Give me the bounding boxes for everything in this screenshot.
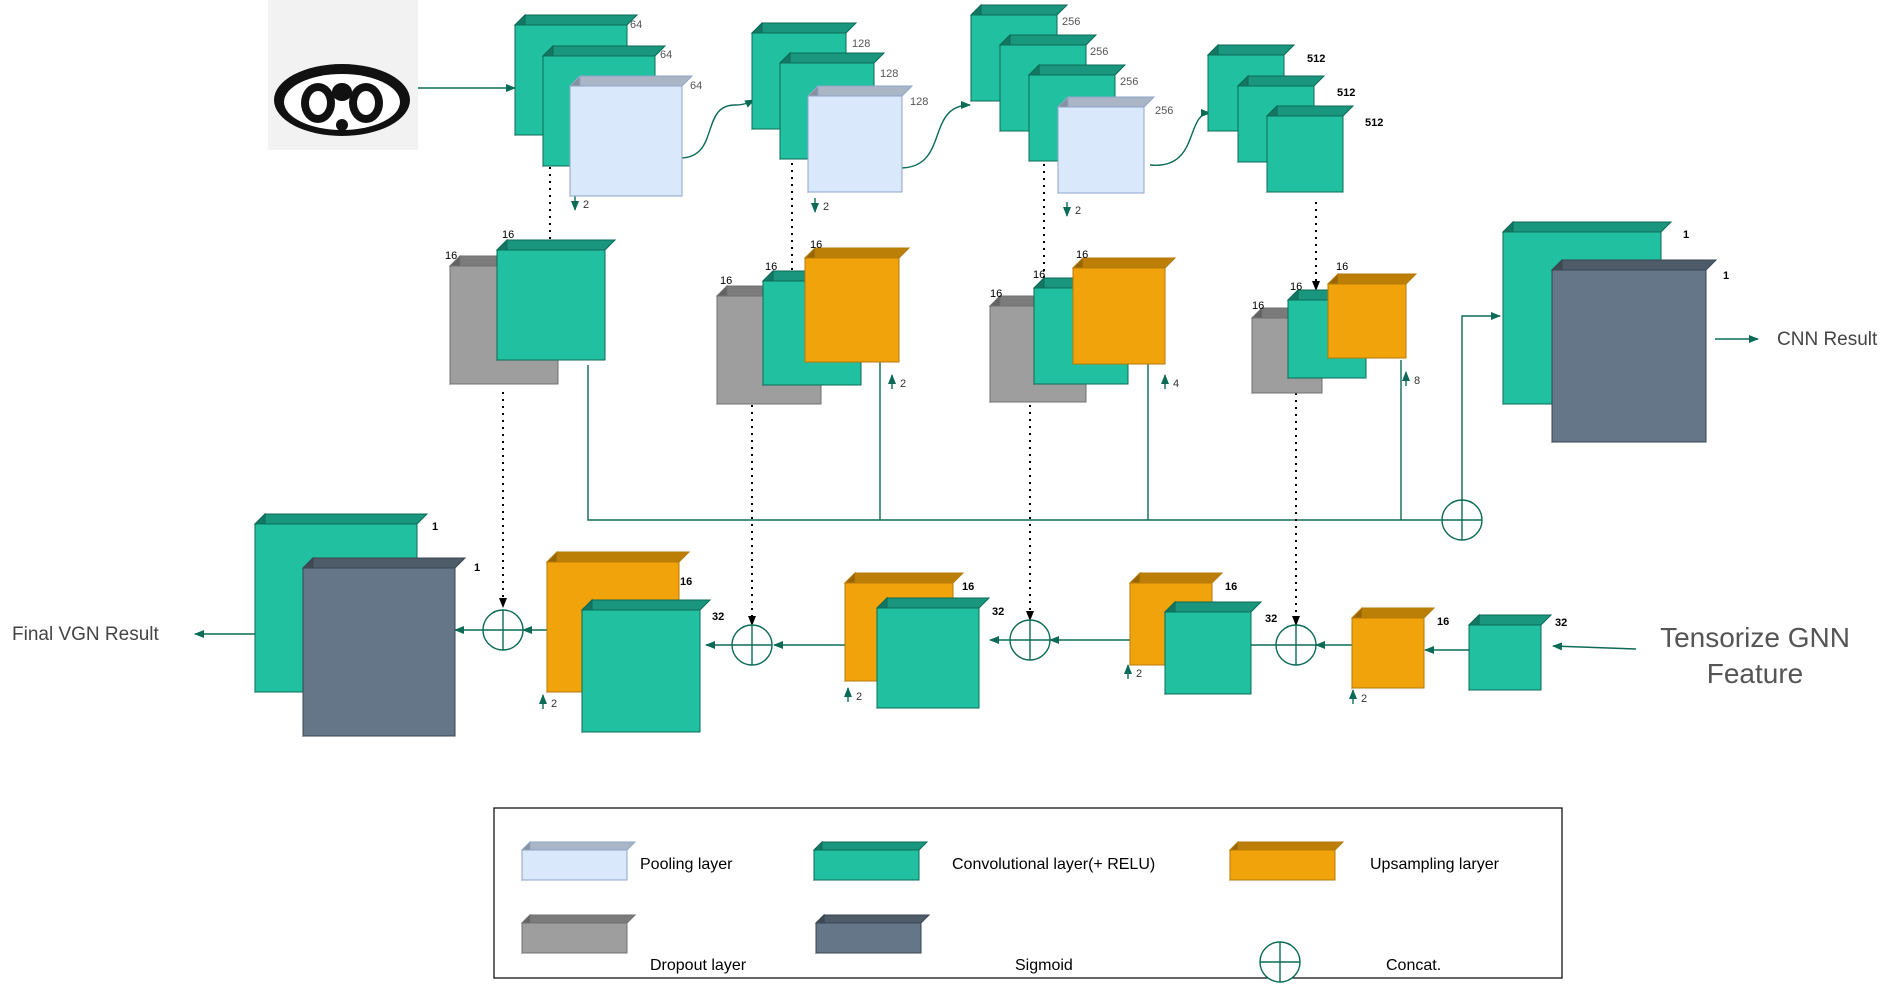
side4-up-label: 16 xyxy=(1336,261,1348,273)
final-sigmoid xyxy=(301,556,467,738)
dec3-conv-label: 32 xyxy=(1265,613,1277,625)
enc2-pool xyxy=(806,84,914,194)
side2-up-label: 16 xyxy=(810,239,822,251)
side-bus-line xyxy=(587,365,1420,521)
final-conv-label: 1 xyxy=(432,521,438,533)
dec1-conv xyxy=(580,598,712,734)
enc4-conv-c-label: 512 xyxy=(1365,117,1383,129)
side4-drop-label: 16 xyxy=(1252,300,1264,312)
legend-pool-label: Pooling layer xyxy=(640,856,733,873)
legend-sigmoid-swatch xyxy=(814,913,931,955)
gnn-feature-conv xyxy=(1467,613,1553,692)
final-output-label: Final VGN Result xyxy=(12,624,159,645)
gnn-input-arrow xyxy=(1552,642,1637,651)
enc4-conv-a-label: 512 xyxy=(1307,53,1325,65)
side3-up-label: 16 xyxy=(1076,249,1088,261)
dec1-step: 2 xyxy=(551,698,557,710)
side3-up xyxy=(1071,256,1177,366)
enc1-step: 2 xyxy=(583,199,589,211)
side2-conv-label: 16 xyxy=(765,261,777,273)
legend-sigmoid-label: Sigmoid xyxy=(1015,957,1073,974)
enc1-pool xyxy=(568,74,694,198)
dec3-conv xyxy=(1163,600,1263,696)
legend-dropout-label: Dropout layer xyxy=(650,957,747,974)
legend-pool-swatch xyxy=(520,840,637,882)
enc1-pool-label: 64 xyxy=(690,80,702,92)
side3-step: 4 xyxy=(1173,378,1179,390)
enc2-pool-label: 128 xyxy=(910,96,928,108)
concat-to-cnn-head-arrow xyxy=(1461,312,1501,500)
legend-conv-label: Convolutional layer(+ RELU) xyxy=(952,856,1155,873)
enc4-conv-b-label: 512 xyxy=(1337,87,1355,99)
legend-concat-label: Concat. xyxy=(1386,957,1441,974)
side2-up xyxy=(803,246,911,364)
enc3-pool xyxy=(1056,95,1156,195)
dec2-conv xyxy=(875,596,991,710)
legend-conv-swatch xyxy=(812,840,929,882)
side2-drop-label: 16 xyxy=(720,275,732,287)
side1-drop-label: 16 xyxy=(445,250,457,262)
dec2-concat-icon xyxy=(1009,619,1051,661)
enc3-to-enc4-arrow xyxy=(1149,109,1211,166)
gnn-input-label-line1: Tensorize GNN xyxy=(1660,622,1850,653)
side3-drop-label: 16 xyxy=(990,288,1002,300)
dec2-conv-label: 32 xyxy=(992,606,1004,618)
enc1-conv-a-label: 64 xyxy=(630,19,642,31)
dec3-concat-icon xyxy=(1275,624,1317,666)
dec3-step: 2 xyxy=(1136,668,1142,680)
cnn-result-label: CNN Result xyxy=(1777,329,1878,350)
cnn-head-sigmoid xyxy=(1550,258,1718,444)
final-concat-icon xyxy=(482,609,524,651)
enc2-conv-b-label: 128 xyxy=(880,68,898,80)
enc3-conv-a-label: 256 xyxy=(1062,16,1080,28)
gnn-feature-conv-label: 32 xyxy=(1555,617,1567,629)
enc3-step: 2 xyxy=(1075,205,1081,217)
dec4-up-label: 16 xyxy=(1437,616,1449,628)
enc3-conv-b-label: 256 xyxy=(1090,46,1108,58)
side4-conv-label: 16 xyxy=(1290,281,1302,293)
legend-box xyxy=(493,807,1563,979)
side4-conv xyxy=(1286,288,1378,380)
legend-dropout-swatch xyxy=(520,913,637,955)
dec1-up-label: 16 xyxy=(680,576,692,588)
enc3-pool-label: 256 xyxy=(1155,105,1173,117)
enc1-to-enc2-arrow xyxy=(679,99,755,159)
legend-up-swatch xyxy=(1228,840,1345,882)
side2-step: 2 xyxy=(900,378,906,390)
dec4-step: 2 xyxy=(1361,693,1367,705)
dec3-up-label: 16 xyxy=(1225,581,1237,593)
dec2-up-label: 16 xyxy=(962,581,974,593)
enc2-step: 2 xyxy=(823,201,829,213)
dec4-up xyxy=(1350,606,1436,690)
enc2-conv-a-label: 128 xyxy=(852,38,870,50)
side3-conv-label: 16 xyxy=(1033,269,1045,281)
side1-conv-label: 16 xyxy=(502,229,514,241)
enc1-conv-b-label: 64 xyxy=(660,49,672,61)
dec2-step: 2 xyxy=(856,691,862,703)
enc3-conv-c-label: 256 xyxy=(1120,76,1138,88)
side4-up xyxy=(1326,272,1418,360)
cnn-head-sig-label: 1 xyxy=(1723,270,1729,282)
side4-step: 8 xyxy=(1414,375,1420,387)
input-ct-image xyxy=(268,0,418,150)
gnn-input-label-line2: Feature xyxy=(1707,658,1804,689)
cnn-head-conv-label: 1 xyxy=(1683,229,1689,241)
side-concat-icon xyxy=(1441,499,1483,541)
enc4-conv-c xyxy=(1265,104,1355,194)
legend-concat-icon xyxy=(1259,941,1301,983)
final-sig-label: 1 xyxy=(474,562,480,574)
legend-upsample-label: Upsampling laryer xyxy=(1370,856,1500,873)
dec1-concat-icon xyxy=(731,624,773,666)
dec1-conv-label: 32 xyxy=(712,611,724,623)
side1-conv xyxy=(495,238,617,362)
enc2-to-enc3-arrow xyxy=(899,101,971,169)
legend: Pooling layer Convolutional layer(+ RELU)… xyxy=(493,807,1563,983)
